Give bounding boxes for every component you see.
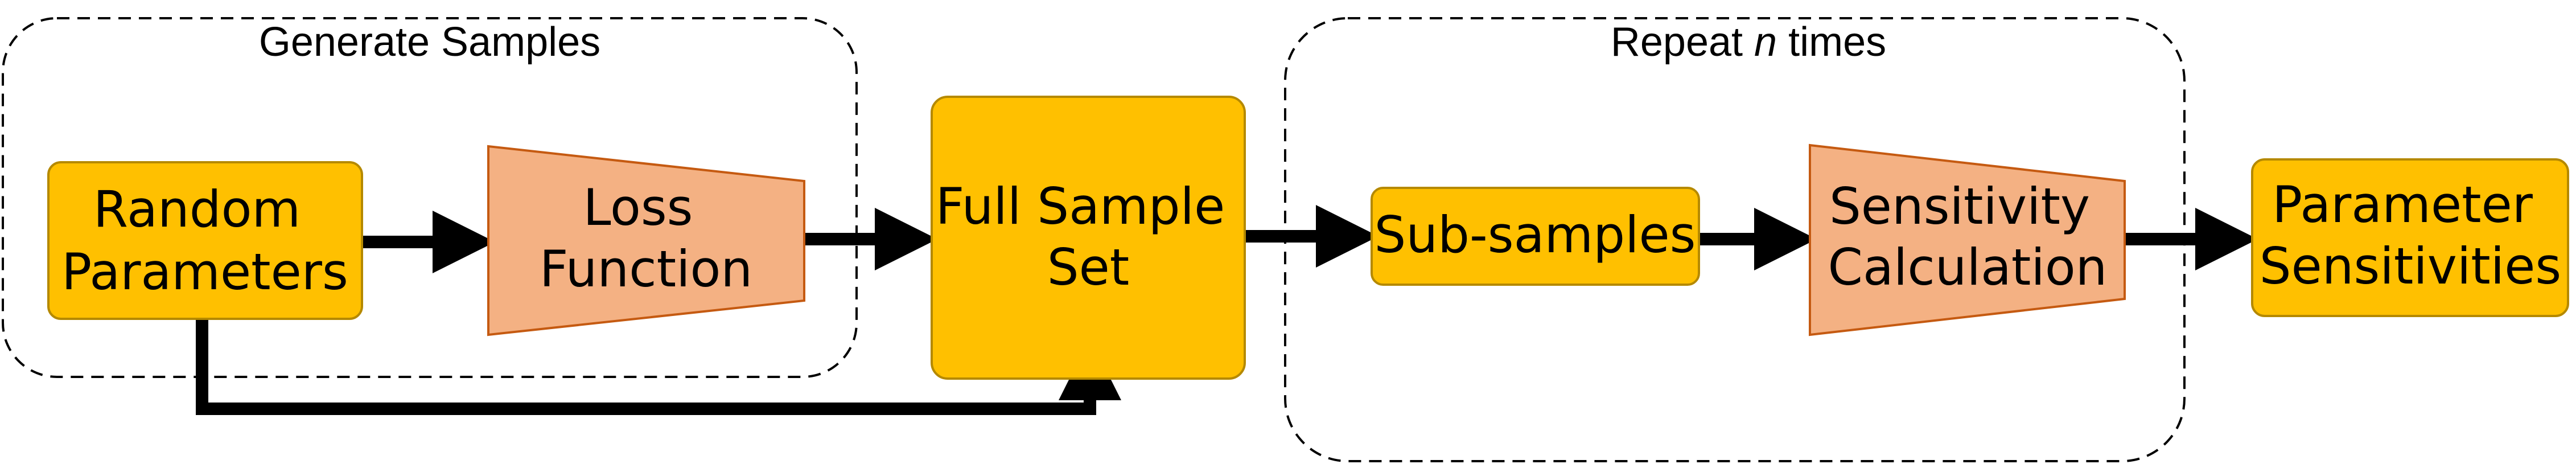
sensitivity-calculation-label: Sensitivity Calculation <box>1828 177 2108 297</box>
repeat-label-suffix: times <box>1777 19 1886 65</box>
sensitivity-calculation-line1: Sensitivity <box>1829 177 2090 236</box>
parameter-sensitivities-label: Parameter Sensitivities <box>2260 175 2562 295</box>
random-parameters-line1: Random <box>93 180 301 239</box>
sub-samples-label: Sub-samples <box>1374 206 1696 264</box>
full-sample-set-line1: Full Sample <box>936 177 1225 236</box>
repeat-label-variable: n <box>1754 19 1777 65</box>
random-parameters-line2: Parameters <box>61 243 348 301</box>
random-parameters-label: Random Parameters <box>61 180 348 301</box>
full-sample-set-label: Full Sample Set <box>936 177 1241 297</box>
sensitivity-calculation-line2: Calculation <box>1828 238 2108 297</box>
parameter-sensitivities-box <box>2251 158 2569 317</box>
sensitivity-calculation-shape <box>1809 143 2126 336</box>
repeat-label-prefix: Repeat <box>1611 19 1754 65</box>
full-sample-set-box <box>931 96 1246 380</box>
loss-function-label: Loss Function <box>540 178 752 298</box>
loss-function-shape <box>487 145 805 336</box>
loss-function-line2: Function <box>540 240 752 298</box>
loss-function-line1: Loss <box>583 178 693 237</box>
sub-samples-box <box>1371 187 1700 286</box>
parameter-sensitivities-line1: Parameter <box>2272 175 2533 234</box>
generate-samples-group <box>2 17 858 378</box>
random-parameters-box <box>47 161 363 320</box>
full-sample-set-line2: Set <box>1047 238 1130 297</box>
generate-samples-label: Generate Samples <box>259 19 600 65</box>
parameter-sensitivities-line2: Sensitivities <box>2260 237 2562 295</box>
repeat-label: Repeat n times <box>1611 19 1886 65</box>
